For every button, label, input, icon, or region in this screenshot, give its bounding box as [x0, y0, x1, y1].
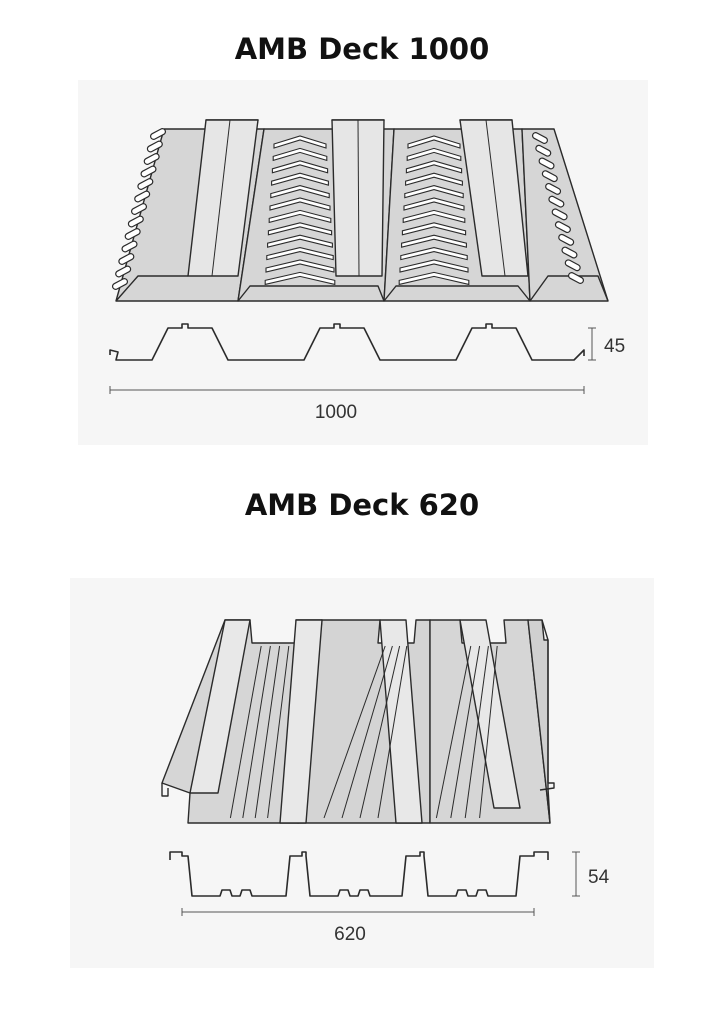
- deck-620-stiffener-lines: [229, 645, 498, 819]
- embossment-slot: [140, 165, 157, 178]
- deck-1000-slot-pattern-left: [111, 128, 585, 290]
- embossment-slot: [149, 128, 167, 140]
- embossment-slot: [554, 221, 571, 234]
- embossment-chevron: [266, 247, 334, 261]
- embossment-chevron: [268, 209, 332, 224]
- embossment-chevron: [265, 259, 335, 273]
- embossment-chevron: [267, 234, 333, 248]
- embossment-chevron: [272, 147, 328, 162]
- embossment-chevron: [403, 197, 465, 211]
- embossment-slot: [127, 215, 144, 228]
- embossment-slot: [551, 208, 568, 221]
- deck-1000-sheet-illustration: [115, 119, 609, 302]
- embossment-slot: [124, 228, 141, 240]
- embossment-chevron: [407, 135, 461, 149]
- embossment-chevron: [405, 172, 463, 186]
- embossment-slot: [561, 246, 578, 259]
- deck-1000-profile-section: [109, 323, 585, 361]
- embossment-chevron: [399, 259, 469, 273]
- embossment-chevron: [402, 209, 466, 224]
- stiffener-line: [450, 645, 481, 819]
- embossment-chevron: [273, 135, 327, 149]
- deck-620-height-dimension: 54: [572, 851, 610, 897]
- deck-1000-width-label: 1000: [315, 402, 357, 423]
- embossment-slot: [111, 278, 129, 290]
- embossment-chevron: [271, 160, 329, 174]
- deck-620-width-label: 620: [334, 924, 366, 945]
- deck-620-panel: 54 620: [70, 578, 654, 968]
- deck-620-width-dimension: 620: [181, 908, 535, 945]
- embossment-chevron: [401, 234, 467, 248]
- stiffener-line: [323, 645, 386, 819]
- embossment-slot: [118, 253, 135, 265]
- embossment-chevron: [267, 222, 333, 236]
- embossment-chevron: [404, 185, 464, 199]
- embossment-slot: [134, 190, 151, 203]
- embossment-slot: [558, 233, 575, 246]
- stiffener-line: [464, 645, 489, 819]
- embossment-slot: [115, 265, 132, 278]
- embossment-slot: [548, 195, 565, 208]
- embossment-slot: [121, 240, 138, 253]
- embossment-slot: [535, 144, 552, 157]
- embossment-slot: [146, 140, 163, 153]
- embossment-chevron: [271, 172, 329, 186]
- embossment-slot: [545, 182, 562, 195]
- embossment-slot: [143, 153, 160, 165]
- embossment-slot: [130, 203, 148, 215]
- deck-1000-chevron-pattern: [264, 135, 470, 286]
- stiffener-line: [267, 645, 290, 819]
- embossment-slot: [564, 259, 581, 272]
- stiffener-line: [254, 645, 281, 819]
- embossment-chevron: [264, 271, 336, 286]
- embossment-chevron: [398, 271, 470, 286]
- product-title-deck-620: AMB Deck 620: [244, 488, 480, 522]
- embossment-slot: [538, 157, 555, 170]
- deck-1000-drawing: 45 1000: [78, 80, 648, 445]
- stiffener-line: [341, 645, 393, 819]
- deck-620-drawing: 54 620: [70, 578, 654, 968]
- deck-620-profile-section: [169, 851, 549, 897]
- embossment-chevron: [401, 222, 467, 236]
- product-title-deck-1000: AMB Deck 1000: [234, 32, 490, 66]
- deck-1000-panel: 45 1000: [78, 80, 648, 445]
- deck-620-height-label: 54: [588, 867, 610, 888]
- embossment-slot: [567, 272, 585, 284]
- stiffener-line: [435, 645, 472, 819]
- embossment-chevron: [270, 185, 330, 199]
- embossment-chevron: [406, 147, 462, 162]
- deck-1000-height-dimension: 45: [588, 327, 625, 361]
- deck-1000-height-label: 45: [604, 336, 625, 357]
- stiffener-line: [377, 645, 408, 819]
- embossment-slot: [531, 132, 549, 144]
- stiffener-line: [229, 645, 262, 819]
- stiffener-line: [242, 645, 271, 819]
- stiffener-line: [479, 645, 498, 819]
- embossment-chevron: [400, 247, 468, 261]
- deck-620-sheet-illustration: [161, 619, 555, 824]
- stiffener-line: [359, 645, 401, 819]
- deck-1000-width-dimension: 1000: [109, 386, 585, 423]
- embossment-chevron: [405, 160, 463, 174]
- embossment-chevron: [269, 197, 331, 211]
- embossment-slot: [541, 170, 558, 183]
- embossment-slot: [137, 178, 154, 190]
